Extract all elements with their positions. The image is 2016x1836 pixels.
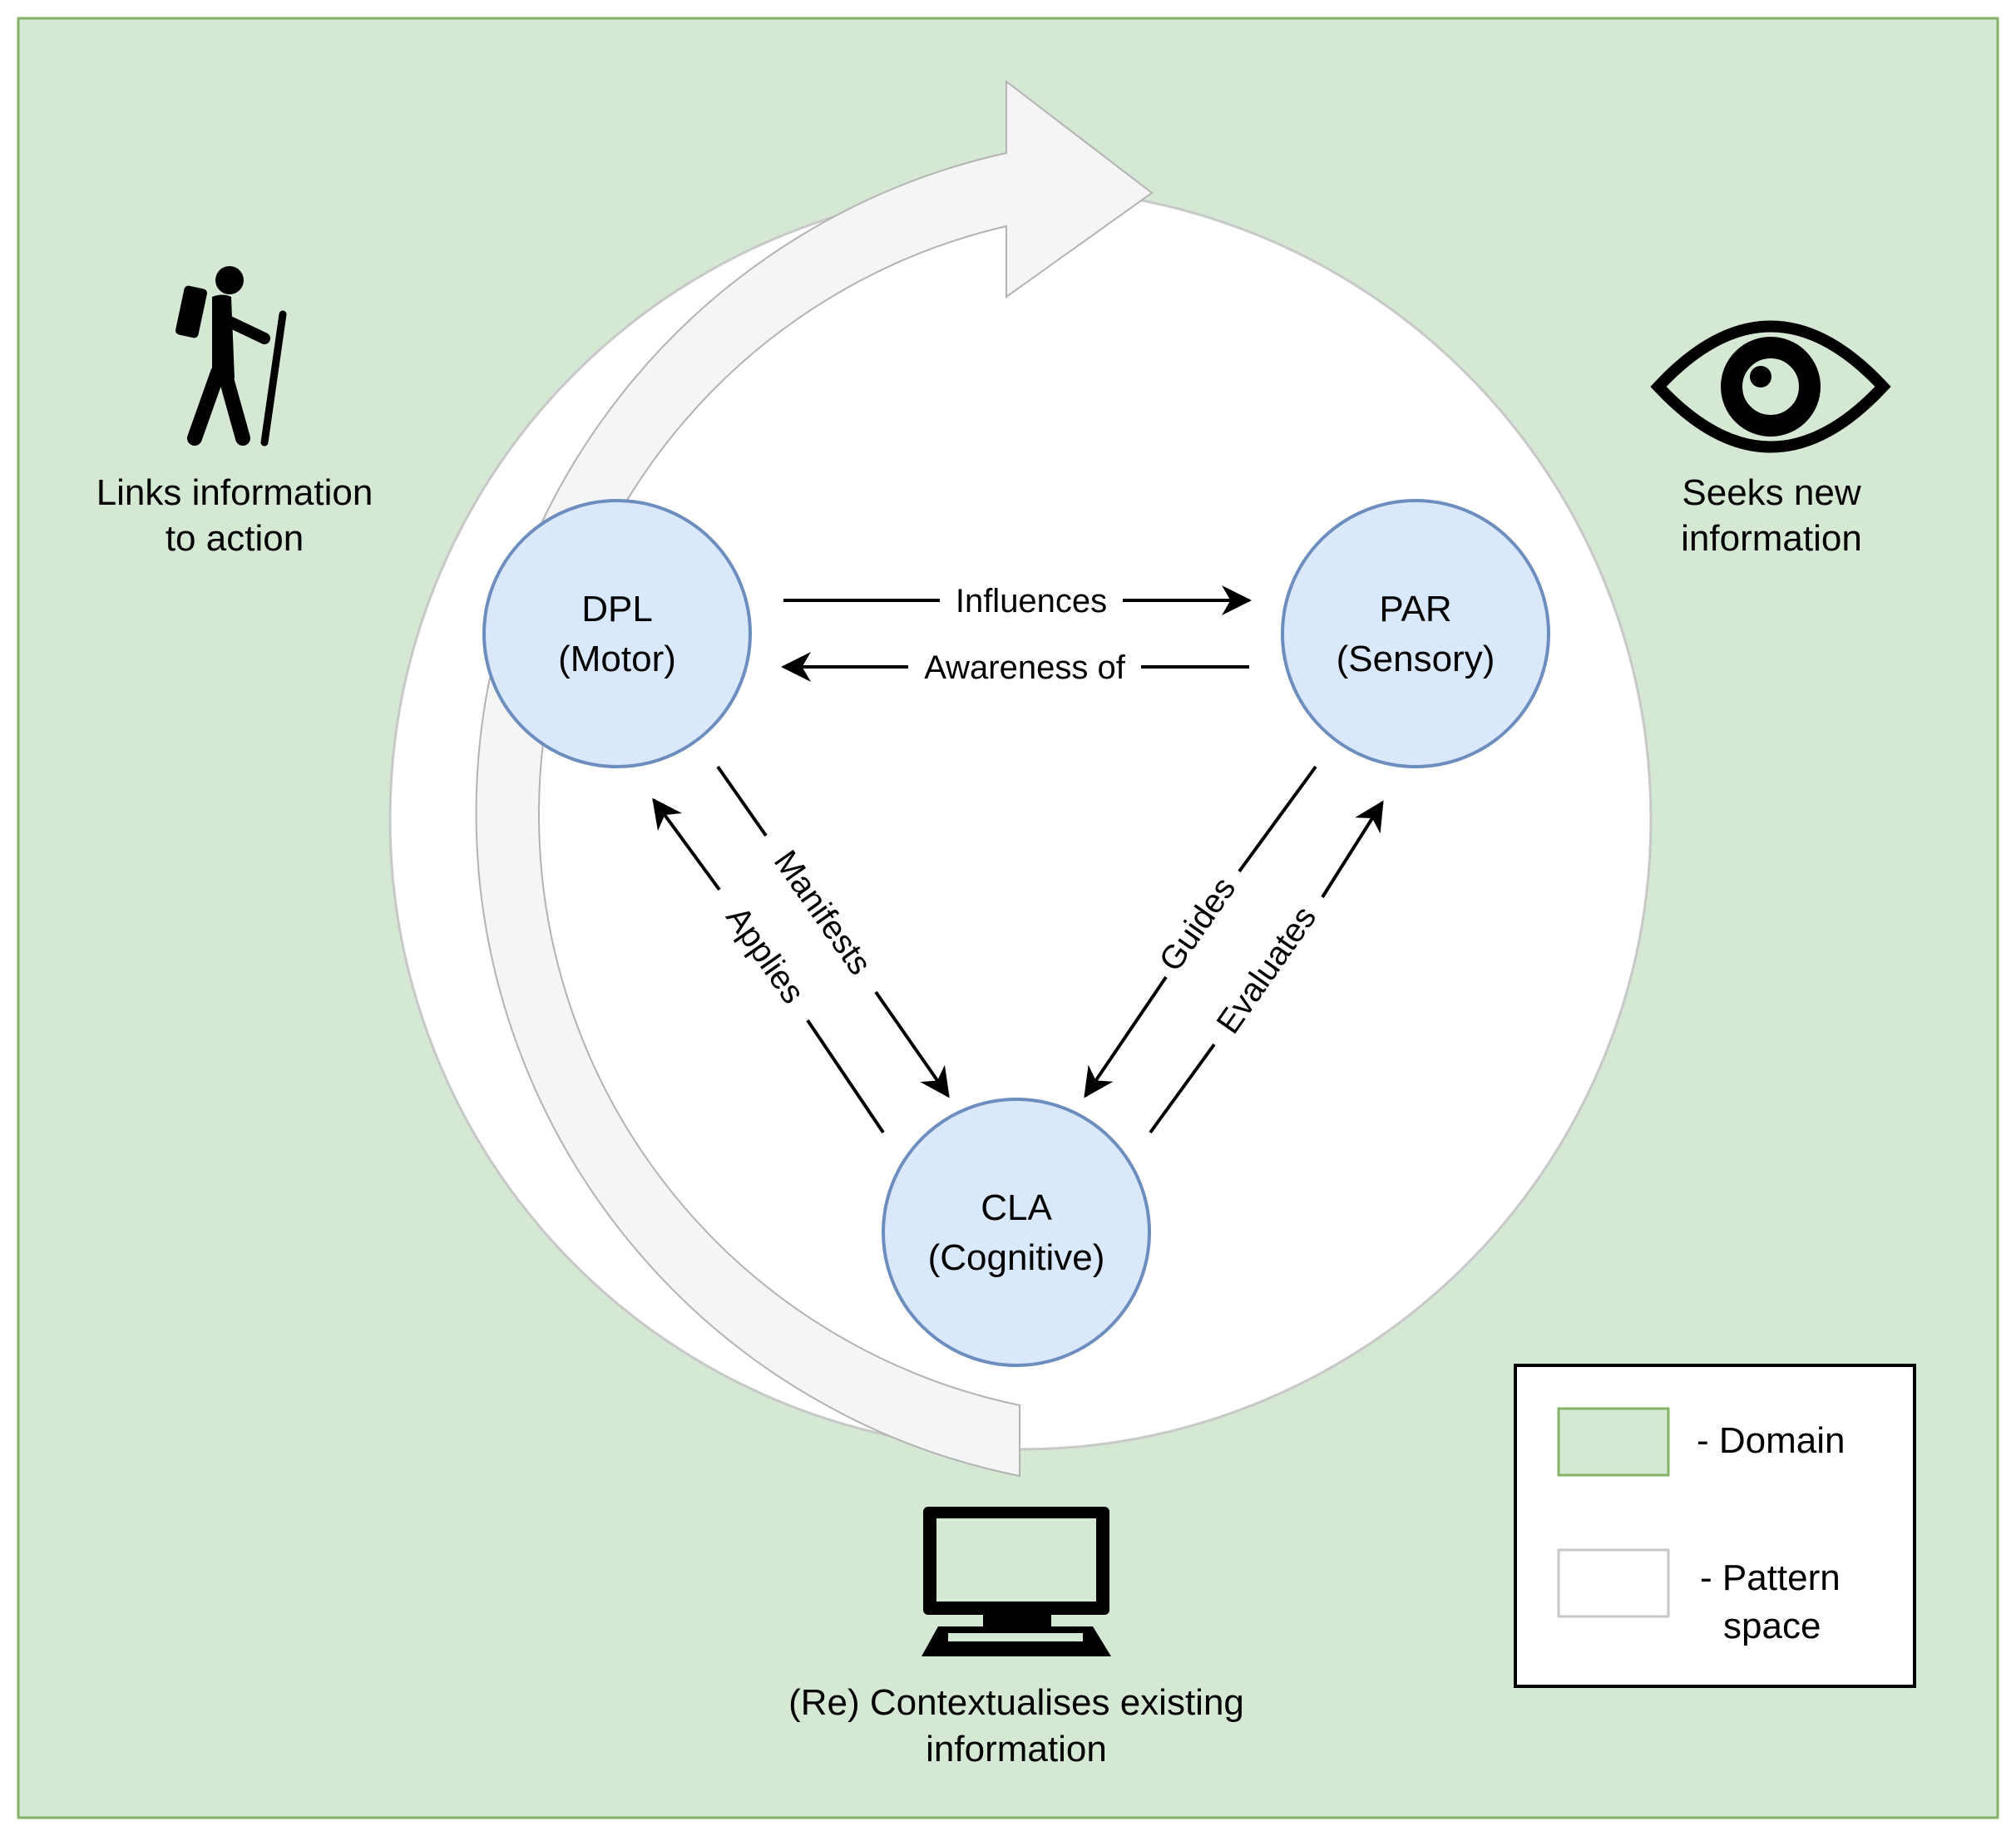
edge-influences[interactable]: Influences xyxy=(783,583,1252,619)
eye-icon xyxy=(1650,320,1891,453)
node-par-subtitle: (Sensory) xyxy=(1337,639,1495,679)
edge-influences-label: Influences xyxy=(956,583,1107,619)
seek-label-line1: Seeks new xyxy=(1682,472,1860,513)
edge-awareness-label: Awareness of xyxy=(924,649,1126,686)
hiker-icon xyxy=(175,266,287,447)
node-par[interactable]: PAR (Sensory) xyxy=(1281,499,1550,768)
cycle-arrow xyxy=(475,79,1154,1478)
node-cla[interactable]: CLA (Cognitive) xyxy=(882,1098,1151,1367)
node-par-title: PAR xyxy=(1379,589,1451,629)
node-dpl[interactable]: DPL (Motor) xyxy=(482,499,752,768)
node-dpl-subtitle: (Motor) xyxy=(558,639,676,679)
legend-domain-label: - Domain xyxy=(1697,1420,1846,1461)
context-label-line2: information xyxy=(926,1729,1107,1769)
node-cla-subtitle: (Cognitive) xyxy=(928,1237,1105,1278)
legend-pattern-label-line2: space xyxy=(1723,1606,1821,1646)
legend-domain-swatch xyxy=(1557,1407,1670,1477)
node-cla-title: CLA xyxy=(981,1187,1052,1228)
context-label-line1: (Re) Contextualises existing xyxy=(788,1682,1244,1723)
node-dpl-title: DPL xyxy=(581,589,653,629)
legend-pattern-label-line1: - Pattern xyxy=(1700,1557,1841,1598)
action-label-line1: Links information xyxy=(96,472,373,513)
edge-awareness[interactable]: Awareness of xyxy=(781,649,1249,686)
computer-monitor-icon xyxy=(922,1507,1111,1656)
action-label-line2: to action xyxy=(166,518,304,559)
legend: - Domain - Pattern space xyxy=(1514,1364,1916,1688)
legend-pattern-swatch xyxy=(1557,1548,1670,1618)
seek-label-line2: information xyxy=(1681,518,1862,559)
